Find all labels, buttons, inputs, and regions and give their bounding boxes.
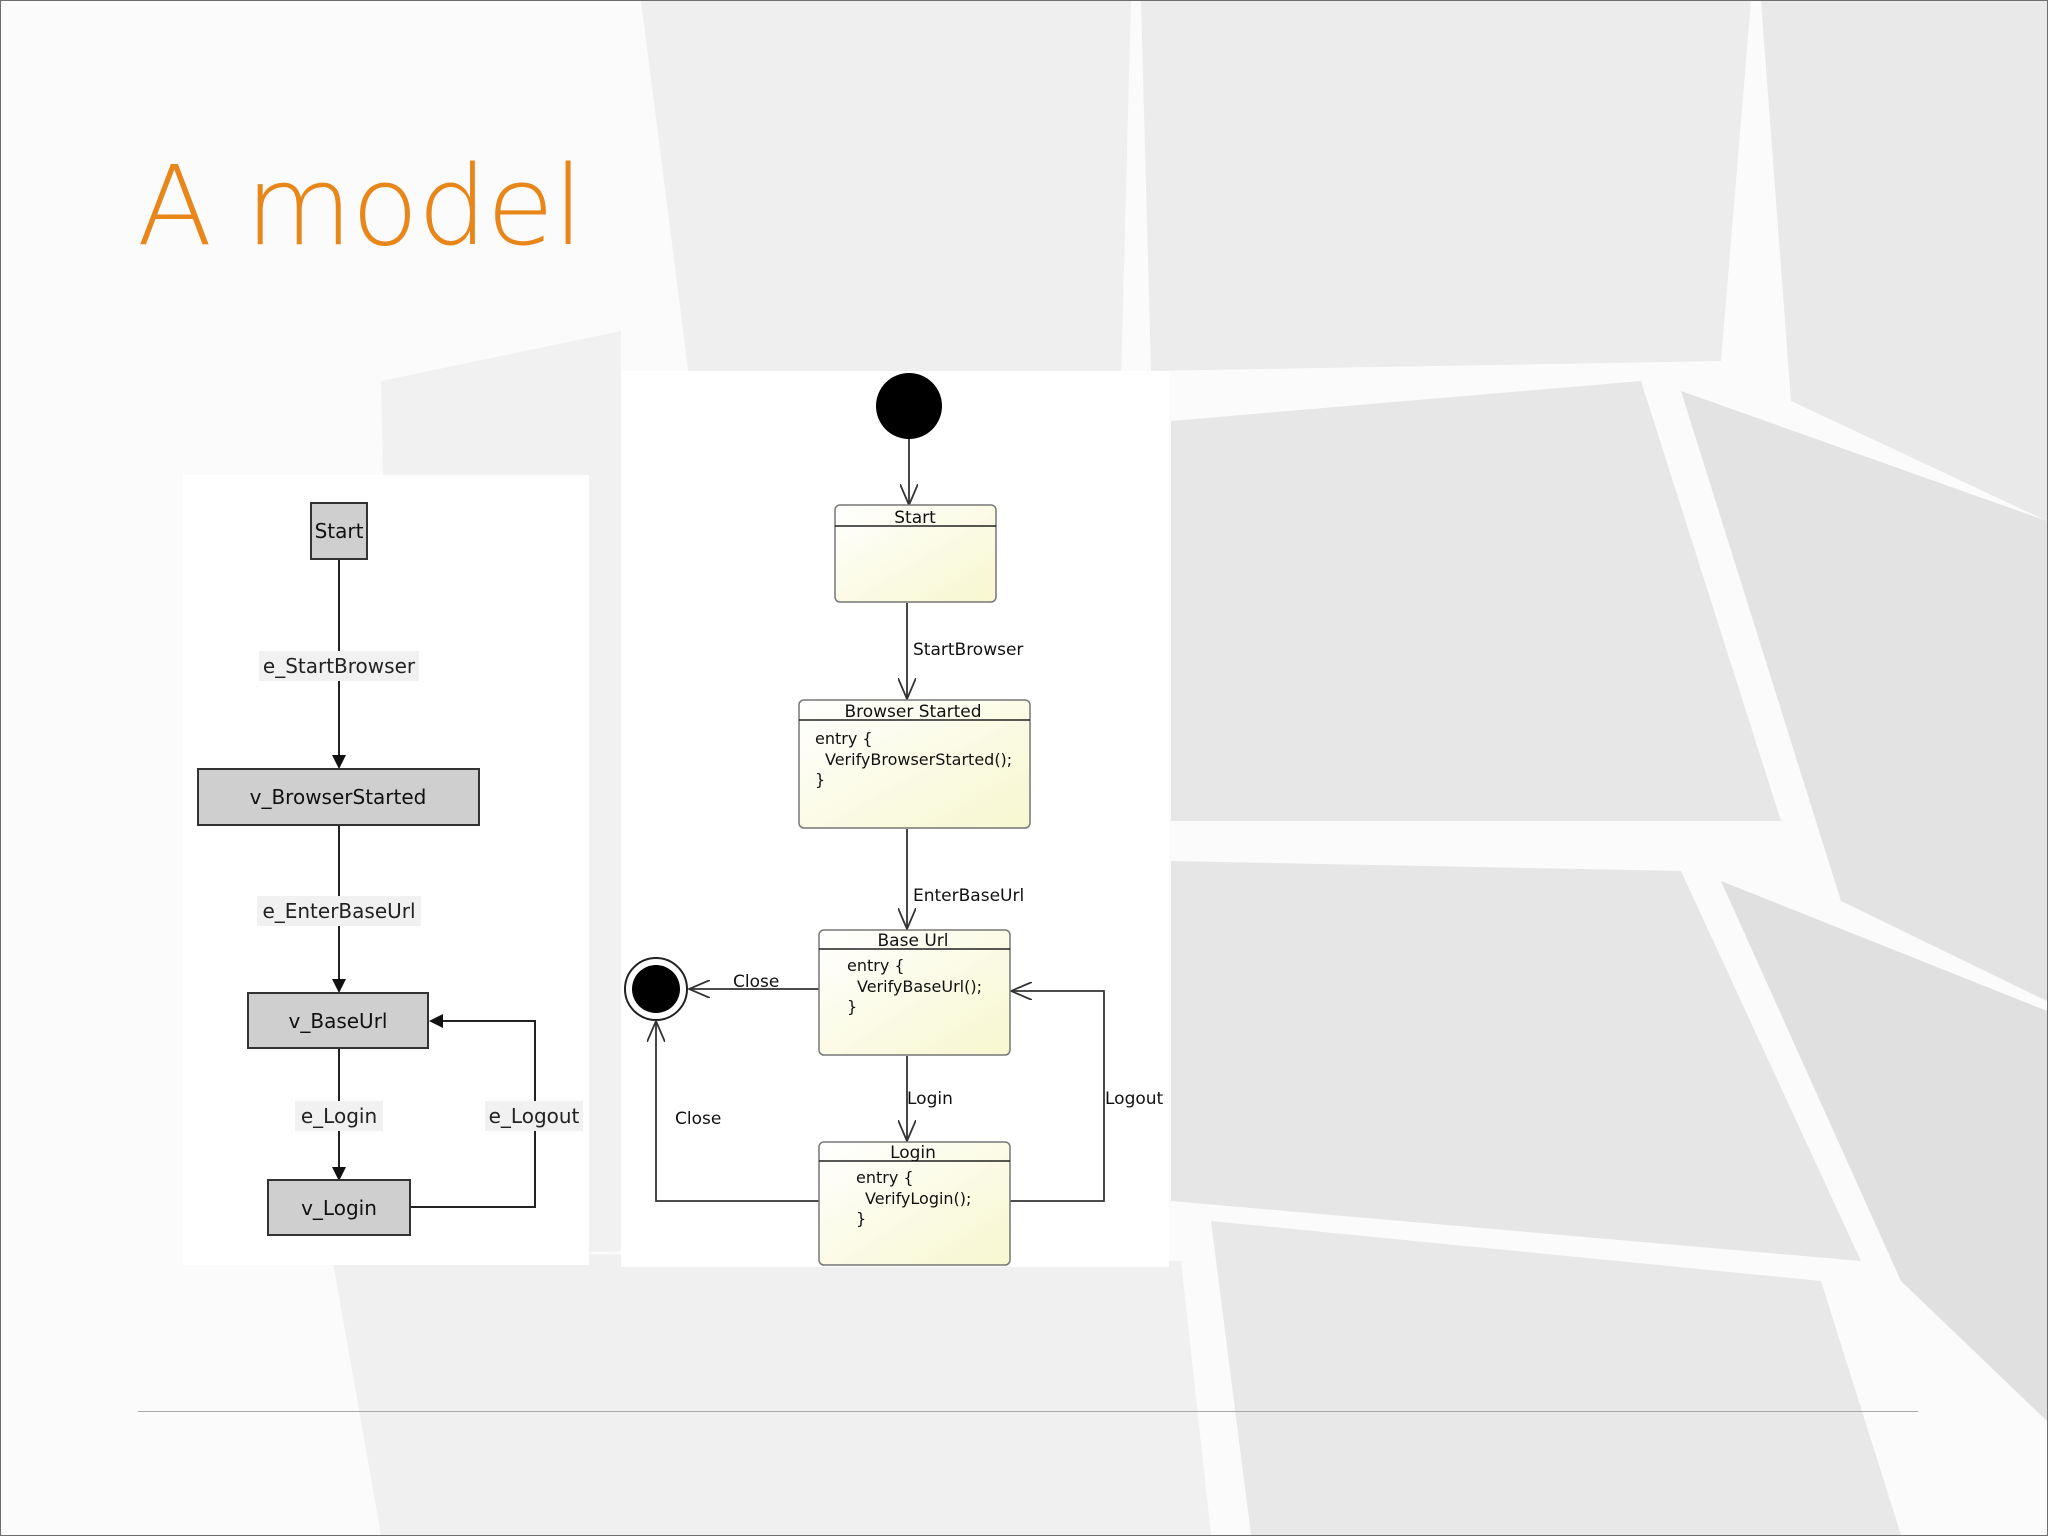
uml-state-login-entry-call: VerifyLogin(); [865,1189,971,1208]
gw-edge-enter-base-url-label: e_EnterBaseUrl [262,899,415,923]
uml-state-login-entry-open: entry { [856,1168,914,1187]
uml-state-browser-started-entry-call: VerifyBrowserStarted(); [825,750,1012,769]
uml-transition-logout [1010,991,1105,1202]
uml-state-base-url-entry-call: VerifyBaseUrl(); [857,977,982,996]
uml-state-login-name: Login [890,1143,936,1163]
gw-edge-logout-label: e_Logout [489,1104,580,1128]
uml-label-close-from-base: Close [733,972,779,992]
uml-label-logout: Logout [1105,1089,1164,1109]
gw-node-login [267,1179,411,1236]
gw-node-base-url-label: v_BaseUrl [289,1009,388,1033]
uml-final-node-inner [632,965,680,1013]
gw-node-base-url [247,992,429,1049]
gw-edge-start-browser-label: e_StartBrowser [263,654,416,678]
footer-divider [138,1411,1918,1412]
uml-state-base-url-entry-close: } [847,997,857,1016]
slide-title: A model [137,142,584,270]
uml-label-close-from-login: Close [675,1109,721,1129]
uml-state-start [834,504,997,603]
uml-state-start-name: Start [894,508,936,528]
uml-state-browser-started-entry-close: } [815,770,825,789]
gw-edge-label-bg [485,1101,583,1131]
uml-state-base-url [818,929,1011,1056]
gw-edge-login-label: e_Login [301,1104,377,1128]
uml-label-start-browser: StartBrowser [913,640,1023,660]
gw-edge-label-bg [259,651,419,681]
gw-node-start-label: Start [315,519,364,543]
uml-state-base-url-entry-open: entry { [847,956,905,975]
uml-label-login: Login [907,1089,953,1109]
uml-state-browser-started-entry-open: entry { [815,729,873,748]
gw-node-start [310,502,368,560]
gw-edge-label-bg [257,896,421,926]
uml-state-browser-started [798,699,1031,829]
gw-node-login-label: v_Login [301,1196,377,1220]
uml-transition-close-from-login [656,1021,819,1202]
uml-initial-node [876,373,942,439]
uml-state-login [818,1141,1011,1266]
uml-state-login-entry-close: } [856,1209,866,1228]
gw-node-browser-started-label: v_BrowserStarted [250,785,427,809]
graphwalker-panel [183,475,589,1265]
uml-state-base-url-name: Base Url [878,931,949,951]
uml-label-enter-base-url: EnterBaseUrl [913,886,1024,906]
gw-node-browser-started [197,768,480,826]
gw-edge-label-bg [295,1101,383,1131]
uml-state-browser-started-name: Browser Started [844,702,981,722]
